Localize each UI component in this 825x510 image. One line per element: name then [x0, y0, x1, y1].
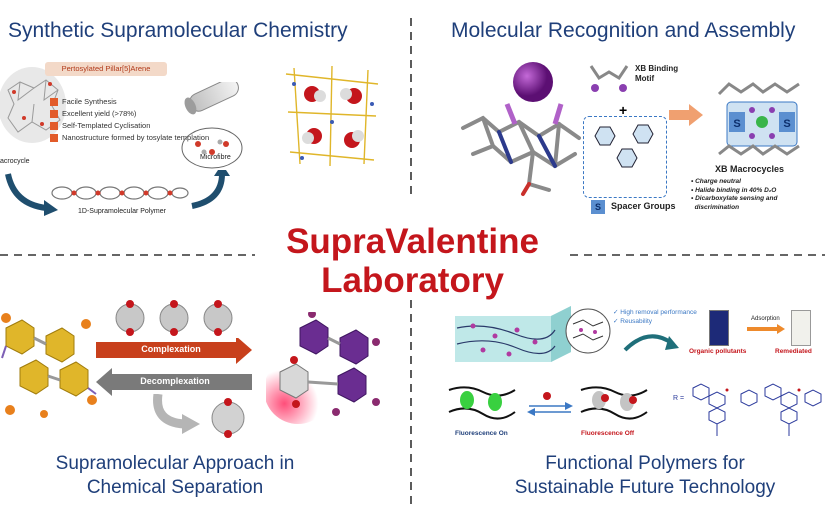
spacer-groups-label: Spacer Groups	[611, 201, 676, 211]
chemical-separation-title: Supramolecular Approach in Chemical Sepa…	[55, 453, 295, 498]
lab-title-line2: Laboratory	[321, 261, 504, 300]
macrocycle-illustration	[0, 67, 66, 143]
xb-properties-list: • Charge neutral • Halide binding in 40%…	[691, 178, 778, 211]
spacer-groups-box	[583, 116, 667, 198]
macrocycle-label: acrocycle	[0, 158, 30, 165]
fluorescence-off-polymer	[580, 386, 648, 420]
fluorescence-on-label: Fluorescence On	[455, 430, 508, 437]
xb-motif-structure	[589, 65, 629, 92]
synthesis-arrow	[669, 104, 703, 126]
chemical-separation-panel: Complexation Decomplexation	[0, 290, 410, 440]
lab-title-line1: SupraValentine	[286, 222, 539, 261]
adsorption-label: Adsorption	[751, 316, 780, 322]
functional-polymers-panel: ✓ High removal performance ✓ Reusability…	[413, 296, 825, 446]
microfibre-label: Microfibre	[200, 154, 231, 161]
feature-checklist: Facile Synthesis Excellent yield (>78%) …	[50, 96, 209, 144]
supramolecular-polymer-chain	[51, 186, 189, 200]
macrocycle-s-left: S	[733, 118, 740, 130]
complexation-label: Complexation	[141, 344, 201, 354]
pillararene-host-yellow	[1, 313, 97, 418]
crystal-network	[285, 65, 379, 167]
synthetic-chemistry-title: Synthetic Supramolecular Chemistry	[8, 19, 348, 42]
remediated-label: Remediated	[775, 348, 812, 355]
polymer-performance-notes: ✓ High removal performance ✓ Reusability	[613, 309, 697, 325]
plus-sign: +	[619, 102, 628, 118]
check-icon	[50, 122, 58, 131]
fluorescence-off-label: Fluorescence Off	[581, 430, 635, 437]
synthetic-chemistry-panel: acrocycle Pertosylated Pillar[5]Arene Fa…	[0, 50, 410, 220]
halide-complex-model	[461, 62, 581, 196]
guest-molecules	[115, 300, 233, 336]
functional-polymers-title: Functional Polymers for Sustainable Futu…	[514, 453, 776, 498]
spacer-structures	[594, 124, 654, 168]
decomplexation-label: Decomplexation	[140, 376, 210, 386]
xb-macrocycles-label: XB Macrocycles	[715, 164, 785, 174]
spacer-s-icon: S	[591, 200, 605, 214]
microfibre-illustration	[181, 82, 243, 169]
adsorption-arrow	[747, 324, 785, 334]
polymer-membrane	[455, 306, 571, 362]
pillararene-host-purple	[266, 312, 380, 424]
check-icon	[50, 110, 58, 119]
molecular-recognition-title: Molecular Recognition and Assembly	[451, 19, 796, 42]
remediated-vial	[791, 310, 811, 346]
polymer-zoom-circle	[565, 308, 611, 354]
fluorescence-on-polymer	[448, 386, 516, 420]
molecular-recognition-panel: XB Binding Motif + S Spacer Groups S S X…	[413, 50, 825, 220]
check-icon	[50, 134, 58, 143]
check-icon	[50, 98, 58, 107]
remediation-curve-arrow	[623, 334, 679, 352]
polymer-label: 1D-Supramolecular Polymer	[78, 208, 166, 215]
r-group-label: R =	[673, 395, 684, 402]
process-arrows	[5, 170, 230, 216]
xb-macrocycle-structure: S S	[717, 82, 800, 156]
pillararene-banner: Pertosylated Pillar[5]Arene	[45, 62, 167, 76]
complexation-arrows	[96, 338, 252, 396]
xb-motif-label: XB Binding Motif	[635, 64, 679, 83]
organic-pollutants-label: Organic pollutants	[689, 348, 747, 355]
macrocycle-s-right: S	[783, 118, 790, 130]
switching-arrows	[527, 392, 573, 416]
release-arrow	[153, 394, 245, 438]
pollutant-vial	[709, 310, 729, 346]
naphthalimide-structures: R =	[673, 383, 822, 436]
